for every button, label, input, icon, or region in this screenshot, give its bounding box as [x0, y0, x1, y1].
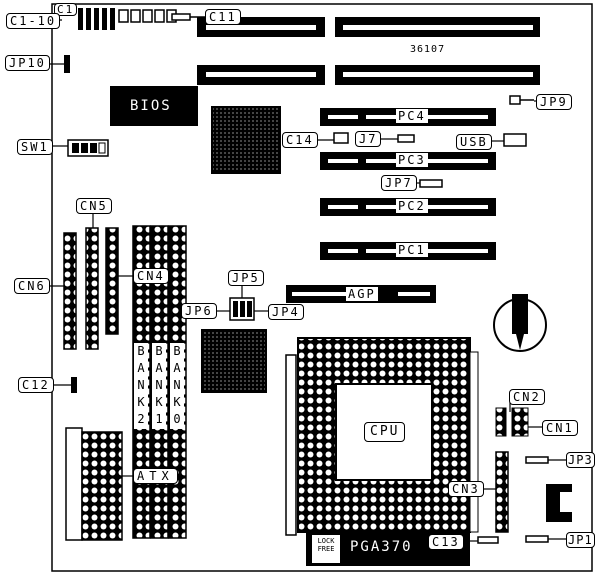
- label-sw1: SW1: [17, 139, 53, 155]
- label-cn5: CN5: [76, 198, 112, 214]
- label-usb: USB: [456, 134, 492, 150]
- label-c13: C13: [428, 534, 464, 550]
- label-c12: C12: [18, 377, 54, 393]
- connector-c12: [71, 377, 77, 393]
- label-agp: AGP: [346, 287, 378, 301]
- label-jp1: JP1: [566, 532, 595, 548]
- label-cn3: CN3: [448, 481, 484, 497]
- jumper-jp1: [525, 535, 549, 543]
- label-bank1: BANK1: [152, 343, 166, 429]
- board-model-number: 36107: [410, 44, 446, 55]
- socket-label: PGA370: [350, 539, 413, 555]
- label-bank2: BANK2: [134, 343, 148, 429]
- bios-chip: [110, 86, 198, 126]
- label-pc2: PC2: [396, 199, 428, 213]
- label-jp3: JP3: [566, 452, 595, 468]
- label-c11: C11: [205, 9, 241, 25]
- header-c1-pins: [78, 8, 177, 30]
- connector-j7: [397, 134, 415, 143]
- label-jp6: JP6: [181, 303, 217, 319]
- label-cpu: CPU: [364, 422, 406, 442]
- bios-label: BIOS: [130, 98, 172, 114]
- connector-c13: [477, 536, 499, 544]
- chipset-south: [201, 329, 267, 393]
- jumper-jp9: [509, 95, 521, 105]
- label-c14: C14: [282, 132, 318, 148]
- label-jp5: JP5: [228, 270, 264, 286]
- usb-header: [503, 133, 527, 147]
- label-pc3: PC3: [396, 153, 428, 167]
- label-jp9: JP9: [536, 94, 572, 110]
- label-c1: C1: [54, 3, 78, 16]
- jumper-block-jp4-jp5-jp6: [229, 297, 255, 321]
- jumper-jp3: [525, 456, 549, 464]
- battery: [493, 294, 547, 352]
- label-pc4: PC4: [396, 109, 428, 123]
- label-bank0: BANK0: [170, 343, 184, 429]
- ide-floppy-headers: [63, 227, 119, 350]
- connector-cn3: [495, 451, 509, 533]
- label-atx: ATX: [133, 468, 178, 484]
- connector-c11: [171, 13, 191, 21]
- jumper-jp7: [419, 179, 443, 188]
- zif-lever-label: LOCK FREE: [317, 537, 335, 553]
- label-jp10: JP10: [5, 55, 50, 71]
- connector-c14: [333, 132, 349, 144]
- label-jp4: JP4: [268, 304, 304, 320]
- headers-cn1-cn2: [495, 407, 529, 437]
- cpu-socket: [285, 337, 479, 566]
- label-cn4: CN4: [133, 268, 169, 284]
- chipset-top: [211, 106, 281, 174]
- atx-power-connector: [65, 427, 123, 541]
- label-j7: J7: [355, 131, 382, 147]
- label-cn2: CN2: [509, 389, 545, 405]
- label-cn1: CN1: [542, 420, 578, 436]
- dip-switch-sw1: [67, 139, 109, 157]
- isa-slots: [197, 17, 540, 85]
- label-cn6: CN6: [14, 278, 50, 294]
- label-c1-10: C1-10: [6, 13, 61, 29]
- label-jp7: JP7: [381, 175, 417, 191]
- label-pc1: PC1: [396, 243, 428, 257]
